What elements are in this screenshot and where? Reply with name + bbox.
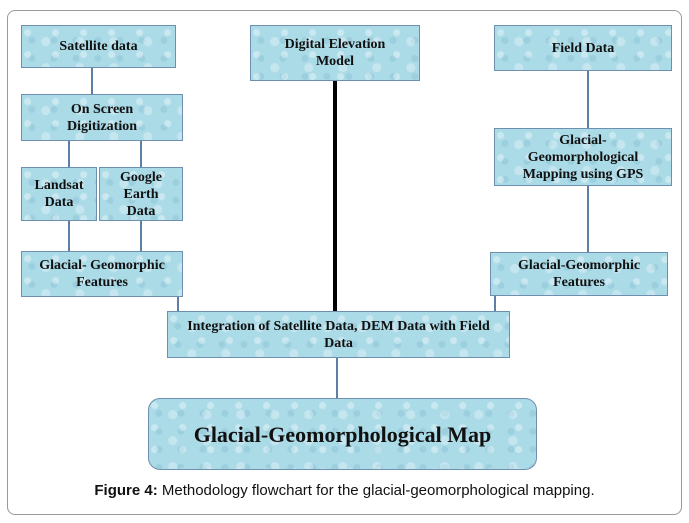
- box-label: Glacial-Geomorphological Mapping using G…: [522, 132, 644, 182]
- box-label: Integration of Satellite Data, DEM Data …: [187, 318, 490, 351]
- caption-text: Methodology flowchart for the glacial-ge…: [157, 482, 595, 499]
- connector: [177, 297, 179, 311]
- caption-label: Figure 4:: [94, 482, 158, 499]
- box-label: Satellite data: [59, 39, 138, 54]
- digitization-box: On Screen Digitization: [21, 94, 183, 141]
- features-left-box: Glacial- Geomorphic Features: [21, 251, 183, 297]
- box-label: Glacial-Geomorphic Features: [517, 258, 641, 290]
- gps-mapping-box: Glacial-Geomorphological Mapping using G…: [494, 128, 672, 186]
- connector: [140, 141, 142, 167]
- connector: [68, 221, 70, 251]
- google-earth-box: Google Earth Data: [99, 167, 183, 221]
- integration-box: Integration of Satellite Data, DEM Data …: [167, 311, 510, 358]
- landsat-box: Landsat Data: [21, 167, 97, 221]
- connector: [587, 71, 589, 128]
- box-label: Glacial- Geomorphic Features: [39, 258, 165, 290]
- connector: [140, 221, 142, 251]
- features-right-box: Glacial-Geomorphic Features: [490, 252, 668, 296]
- connector: [494, 296, 496, 311]
- dem-arrow: [333, 81, 337, 311]
- satellite-data-box: Satellite data: [21, 25, 176, 68]
- connector: [336, 358, 338, 398]
- box-label: Digital Elevation Model: [284, 37, 386, 69]
- box-label: Google Earth Data: [120, 169, 162, 219]
- box-label: Landsat Data: [34, 178, 84, 210]
- box-label: On Screen Digitization: [67, 101, 137, 134]
- connector: [68, 141, 70, 167]
- dem-box: Digital Elevation Model: [250, 25, 420, 81]
- figure-caption: Figure 4: Methodology flowchart for the …: [0, 482, 689, 499]
- map-box: Glacial-Geomorphological Map: [148, 398, 537, 470]
- connector: [91, 68, 93, 94]
- field-data-box: Field Data: [494, 25, 672, 71]
- box-label: Field Data: [551, 40, 615, 56]
- connector: [587, 186, 589, 252]
- figure-frame: [7, 10, 682, 515]
- box-label: Glacial-Geomorphological Map: [193, 421, 492, 447]
